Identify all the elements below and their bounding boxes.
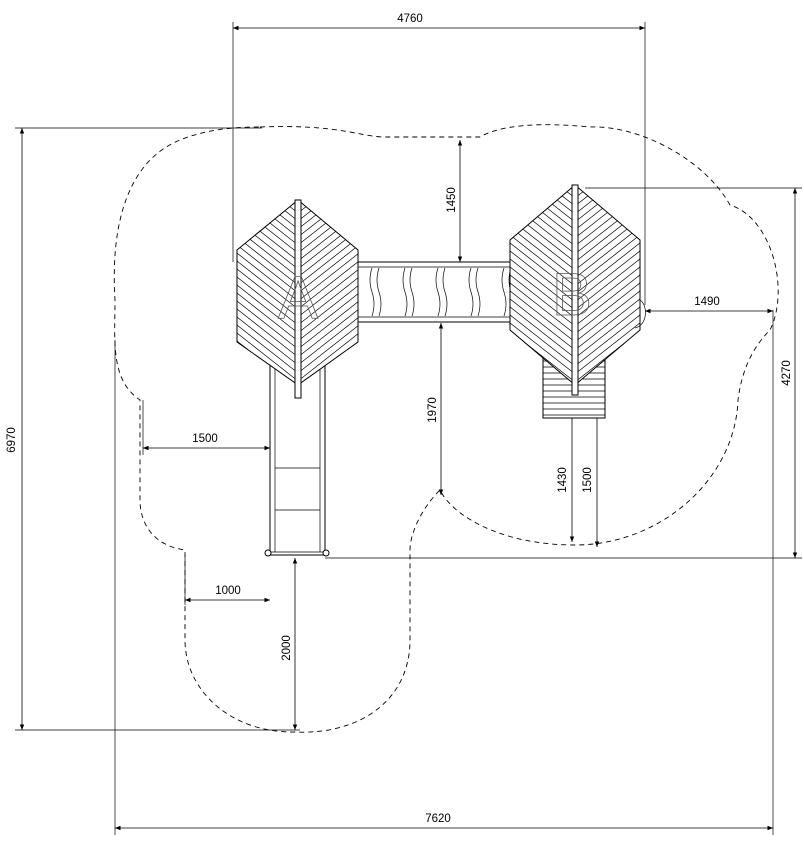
leaf-slat (510, 185, 576, 191)
leaf-slat (237, 317, 299, 374)
leaf-slat (237, 200, 299, 230)
leaf-slat (297, 200, 358, 214)
leaf-slat (574, 302, 640, 359)
leaf-slat (574, 318, 640, 375)
bridge-plank (468, 267, 481, 317)
leaf-slat (510, 318, 576, 375)
leaf-slat (297, 200, 358, 206)
leaf-slat (574, 254, 640, 311)
leaf-slat (297, 269, 358, 326)
leaf-slat (237, 261, 299, 318)
leaf-slat (574, 246, 640, 303)
dim-label-top-clearance: 1450 (446, 187, 458, 213)
leaf-slat (510, 185, 576, 215)
leaf-slat (237, 269, 299, 326)
leaf-slat (574, 286, 640, 343)
dim-label-total-width: 7620 (425, 813, 451, 825)
leaf-slat (237, 200, 299, 214)
leaf-slat (510, 286, 576, 343)
dim-label-overall-height: 6970 (6, 427, 18, 453)
leaf-slat (510, 294, 576, 351)
tower-a-label: A (278, 264, 318, 331)
leaf-slat (297, 325, 358, 382)
leaf-slat (574, 238, 640, 295)
leaf-slat (510, 302, 576, 359)
leaf-slat (297, 301, 358, 358)
leaf-slat (297, 293, 358, 350)
dim-label-slide-end-clearance: 2000 (281, 635, 293, 661)
leaf-slat (297, 200, 358, 230)
bridge-plank (435, 267, 448, 317)
leaf-slat (510, 270, 576, 327)
bridge-plank (402, 267, 415, 317)
leaf-slat (510, 278, 576, 335)
leaf-slat (574, 262, 640, 319)
leaf-slat (574, 185, 640, 199)
leaf-slat (297, 309, 358, 366)
leaf-slat (237, 301, 299, 358)
leaf-slat (237, 245, 299, 302)
leaf-slat (297, 245, 358, 302)
leaf-slat (574, 185, 640, 215)
leaf-slat (237, 200, 299, 222)
leaf-slat (237, 309, 299, 366)
leaf-slat (297, 317, 358, 374)
leaf-slat (297, 253, 358, 310)
leaf-slat (297, 261, 358, 318)
dimension-lines (19, 25, 798, 831)
extension-lines (15, 22, 802, 835)
dim-label-bridge-to-arc: 1970 (427, 397, 439, 423)
dim-label-overall-width: 4760 (397, 13, 423, 25)
dim-label-stair-clearance-b: 1500 (582, 467, 594, 493)
leaf-slat (510, 185, 576, 199)
leaf-slat (510, 254, 576, 311)
leaf-slat (574, 294, 640, 351)
leaf-slat (574, 278, 640, 335)
leaf-slat (237, 277, 299, 334)
leaf-slat (297, 200, 358, 222)
leaf-slat (510, 310, 576, 367)
leaf-slat (237, 285, 299, 342)
leaf-slat (237, 293, 299, 350)
leaf-slat (574, 230, 640, 287)
leaf-slat (574, 270, 640, 327)
leaf-slat (237, 325, 299, 382)
dim-label-left-clearance: 1500 (192, 433, 218, 445)
leaf-slat (510, 185, 576, 207)
dim-label-right-clearance: 1490 (694, 296, 720, 308)
dim-label-right-height: 4270 (781, 360, 793, 386)
leaf-slat (237, 200, 299, 206)
leaf-slat (297, 285, 358, 342)
leaf-slat (510, 246, 576, 303)
dim-label-slide-side-clearance: 1000 (215, 585, 241, 597)
tower-b-roof: B (509, 184, 646, 396)
leaf-slat (574, 185, 640, 191)
leaf-slat (510, 230, 576, 287)
dim-label-stair-clearance-a: 1430 (557, 467, 569, 493)
leaf-slat (237, 253, 299, 310)
leaf-slat (574, 185, 640, 207)
safety-zone-outline (113, 124, 779, 733)
tower-b-label: B (552, 261, 592, 328)
bridge-plank (369, 267, 382, 317)
leaf-slat (510, 262, 576, 319)
leaf-slat (297, 277, 358, 334)
leaf-slat (574, 310, 640, 367)
leaf-slat (510, 238, 576, 295)
bridge (356, 261, 516, 323)
